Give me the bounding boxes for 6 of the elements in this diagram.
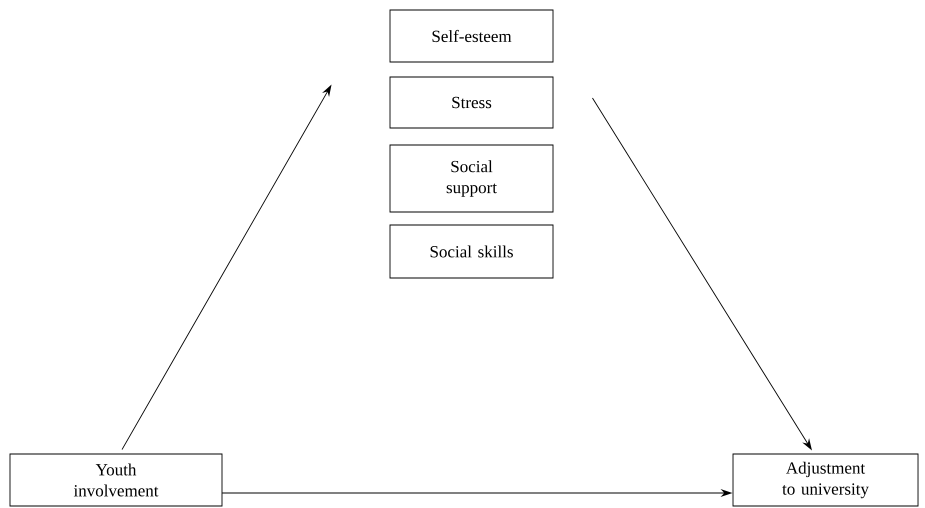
text-box: Youth involvement [10, 454, 222, 506]
text-box: Adjustment to university [732, 454, 918, 506]
text-box: Social support [390, 144, 554, 212]
text-box: Social skills [390, 224, 554, 278]
text-box: Stress [390, 76, 554, 128]
text-box: Self-esteem [390, 10, 554, 62]
